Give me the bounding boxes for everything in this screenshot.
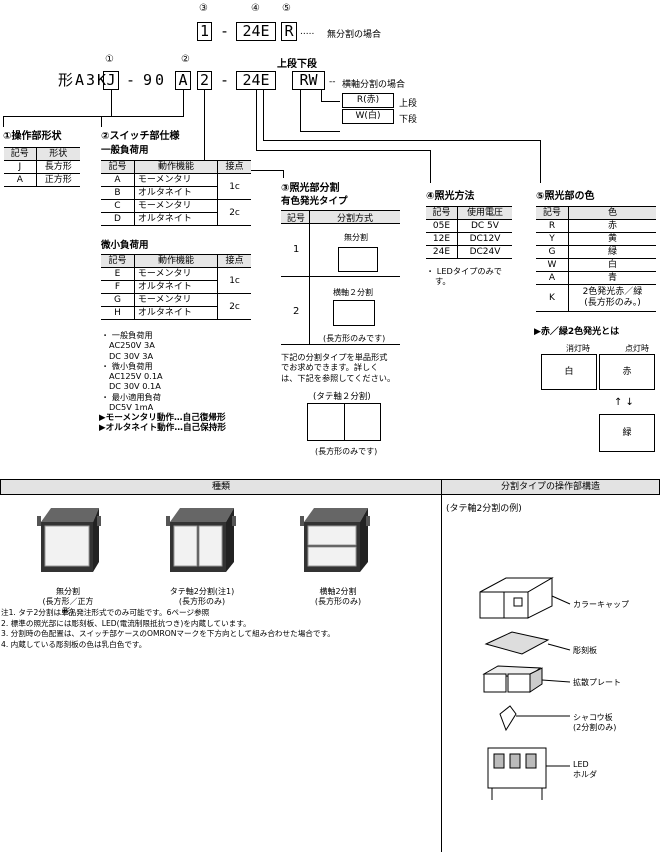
header-code: 記号 [4,147,37,161]
upper-color-box: R(赤) [342,93,394,108]
part-led-holder: LED ホルダ [573,760,597,779]
bicolor-title: ▶赤／緑2色発光とは [534,327,620,337]
code-part-90: 90 [143,71,168,89]
general-load-title: 一般負荷用 [101,145,149,156]
circle-label-5: ⑤ [282,3,291,14]
panel-divider [441,495,442,852]
section3-title: ③照光部分割 [281,183,340,194]
section4-note: ・ LEDタイプのみで す。 [426,266,502,287]
types-header: 種類 [0,479,442,495]
code-part-24E: 24E [236,71,276,90]
model-prefix: 形A3K [58,71,109,89]
code-part-A: A [175,71,191,90]
code-top-dots: ..... [300,27,315,37]
code-top-caption: 無分割の場合 [327,30,382,40]
section3-note: 下記の分割タイプを単品形式 でお求めできます。詳しく は、下記を参照してください… [281,352,396,383]
header-shape: 形状 [35,147,80,161]
circle-label-4: ④ [251,3,260,14]
circle-label-2: ② [181,54,190,65]
upper-lower-label: 上段下段 [277,59,317,70]
lower-color-label: 下段 [399,115,418,125]
on-label: 点灯時 [625,344,649,353]
section3-subtitle: 有色発光タイプ [281,196,348,207]
code-main-caption: 横軸分割の場合 [342,80,406,90]
vertical-split-sub: (長方形のみです) [315,447,378,456]
code-part-dash2: - [220,71,230,89]
section4-title: ④照光方法 [426,191,475,202]
product-caption-vertical: タテ軸2分割(注1)(長方形のみ) [169,587,235,606]
micro-load-title: 微小負荷用 [101,240,149,251]
part-shutter-plate: シャコウ板 (2分割のみ) [573,713,617,732]
structure-header: 分割タイプの操作部構造 [441,479,660,495]
alt-state-lamp: 緑 [599,414,655,452]
code-top-part-4: R [281,22,297,41]
product-caption-horizontal: 横軸2分割(長方形のみ) [314,587,362,606]
section2-title: ②スイッチ部仕様 [101,131,180,142]
product-caption-undivided: 無分割(長方形／正方形) [42,587,94,616]
code-top-part-1: 1 [197,22,212,41]
lower-color-box: W(白) [342,109,394,124]
part-diffusion-plate: 拡散プレート [573,678,621,687]
code-part-2: 2 [197,71,212,90]
code-part-RW: RW [292,71,325,90]
load-notes: ・ 一般負荷用 AC250V 3A DC 30V 3A ・ 微小負荷用 AC12… [101,330,163,413]
code-main-dots: -- [329,77,336,87]
circle-label-3: ③ [199,3,208,14]
on-state-lamp: 赤 [599,354,655,390]
off-state-lamp: 白 [541,354,597,390]
part-color-cap: カラーキャップ [573,600,629,609]
code-part-dash1: - [126,71,136,89]
product-notes: 注1. タテ2分割は単品発注形式でのみ可能です。6ページ参照 2. 標準の照光部… [1,608,335,649]
horizontal-split-lens [333,300,375,326]
circle-label-1: ① [105,54,114,65]
code-part-J: J [103,71,119,90]
code-top-dash: - [220,22,230,40]
section1-title: ①操作部形状 [3,131,62,142]
vertical-split-label: (タテ軸２分割) [313,392,371,402]
section5-title: ⑤照光部の色 [536,191,595,202]
toggle-arrows: ↑ ↓ [614,397,634,408]
upper-color-label: 上段 [399,99,418,109]
off-label: 消灯時 [566,344,590,353]
action-legend: ▶モーメンタリ動作…自己復帰形 ▶オルタネイト動作…自己保持形 [99,413,226,434]
structure-title: (タテ軸2分割の例) [446,504,522,514]
undivided-lens [338,247,378,272]
code-top-part-3: 24E [236,22,276,41]
part-engraved-plate: 彫刻板 [573,646,597,655]
